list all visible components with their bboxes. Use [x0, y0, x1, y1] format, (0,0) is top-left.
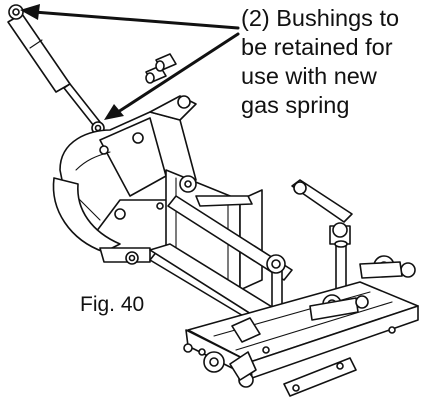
callout-line: use with new	[241, 63, 377, 89]
callout-arrows	[20, 4, 240, 120]
figure-label: Fig. 40	[80, 293, 145, 316]
gas-spring	[7, 4, 105, 135]
callout-line: (2) Bushings to	[241, 5, 400, 31]
bushing-callout: (2) Bushings to be retained for use with…	[241, 4, 425, 120]
callout-line: gas spring	[241, 92, 350, 118]
suspension-assembly	[52, 95, 419, 397]
callout-line: be retained for	[241, 34, 393, 60]
bushings	[145, 53, 177, 84]
